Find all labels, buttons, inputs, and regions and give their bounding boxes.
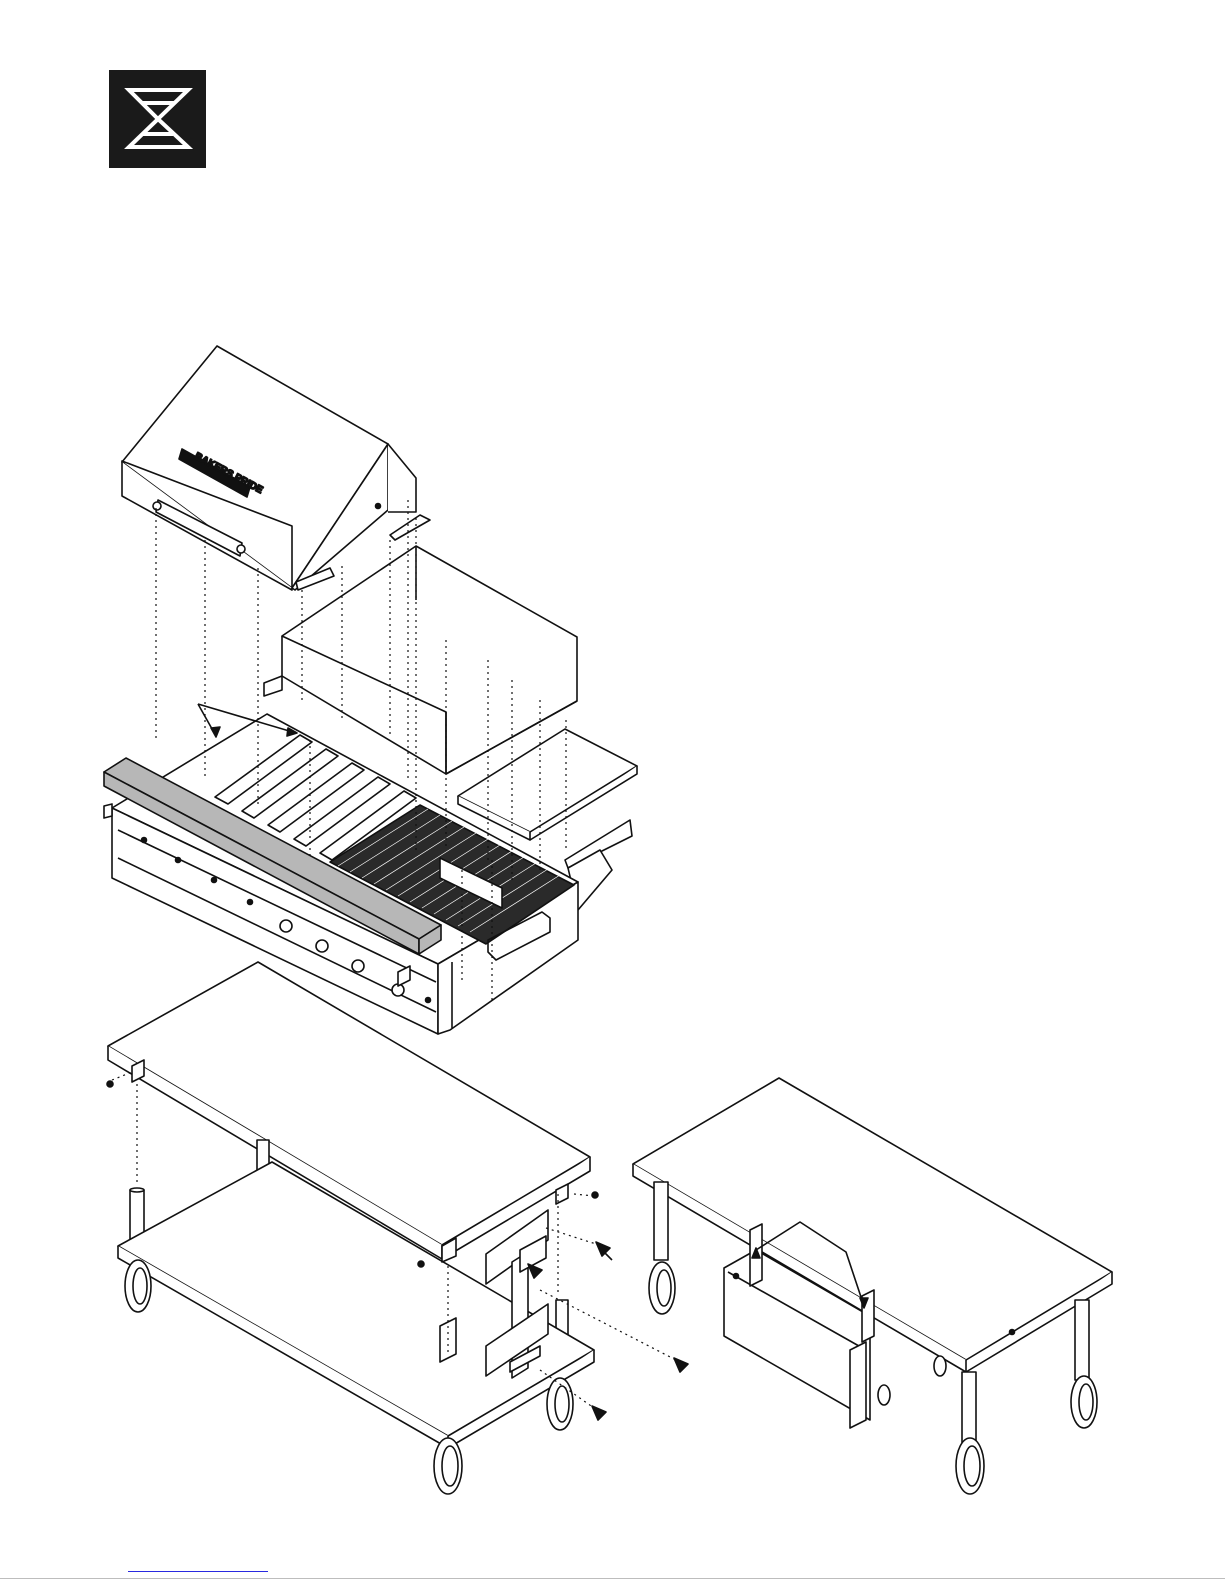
hood: BAKERS PRIDE [122, 346, 430, 590]
caster-wheel [434, 1438, 462, 1494]
caster-wheel [547, 1378, 573, 1430]
cart-stand-left [108, 962, 594, 1494]
caster-wheel [125, 1260, 151, 1312]
caster-wheel [649, 1262, 675, 1314]
cart-stand-right [633, 1078, 1112, 1494]
caster-wheel [1071, 1376, 1097, 1428]
footer-link-underline [128, 1571, 268, 1572]
caster-wheel [956, 1438, 984, 1494]
footer-rule [0, 1578, 1225, 1579]
